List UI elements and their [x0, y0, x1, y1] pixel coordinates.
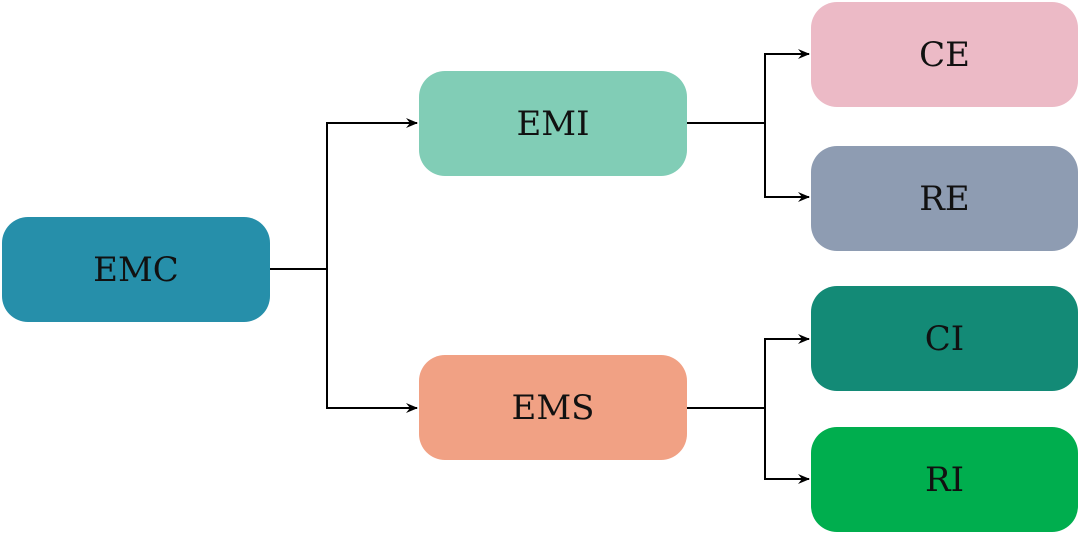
edge-emi-ce: [687, 49, 810, 124]
edge-emc-emi: [270, 118, 418, 270]
edge-ems-ci: [687, 334, 810, 409]
edge-ems-ri: [764, 408, 810, 484]
node-ems: EMS: [419, 355, 687, 460]
edge-emi-re: [764, 123, 810, 202]
node-ce: CE: [811, 2, 1078, 107]
node-re: RE: [811, 146, 1078, 251]
node-emi: EMI: [419, 71, 687, 176]
node-ri: RI: [811, 427, 1078, 532]
edge-emc-ems: [326, 269, 418, 413]
node-emc: EMC: [2, 217, 270, 322]
node-ci: CI: [811, 286, 1078, 391]
